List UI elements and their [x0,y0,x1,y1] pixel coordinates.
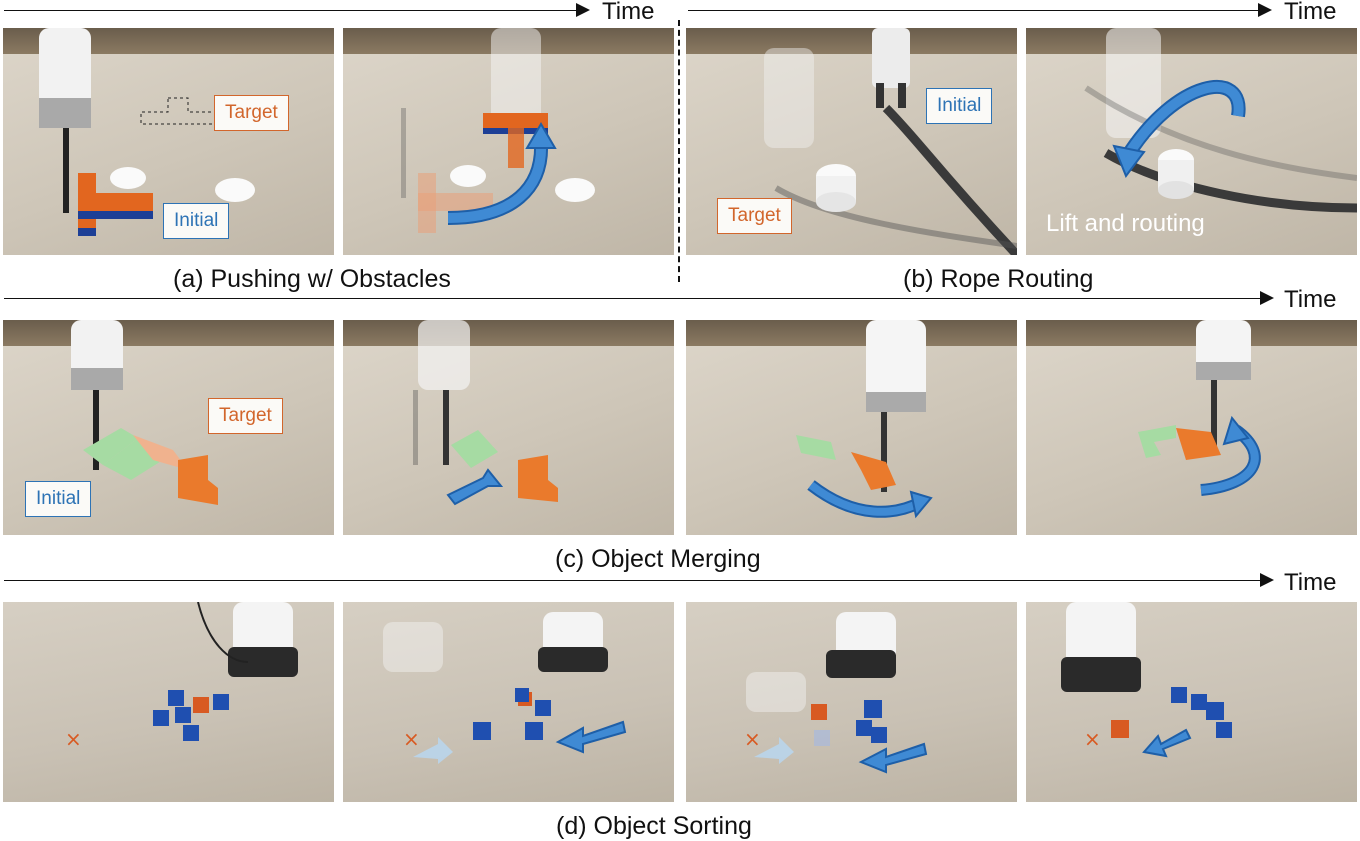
target-label-b: Target [717,198,792,234]
time-label-d: Time [1284,569,1337,596]
panel-b2 [1026,28,1357,255]
panel-c3 [686,320,1017,535]
initial-label-b: Initial [926,88,993,124]
panel-d4: × [1026,602,1357,802]
timeline-arrow-c [4,291,1274,305]
initial-label-a: Initial [163,203,230,239]
panel-c2 [343,320,674,535]
time-label-c: Time [1284,286,1337,313]
time-label-b: Time [1284,0,1337,25]
panel-c4 [1026,320,1357,535]
timeline-arrow-b [688,3,1272,17]
caption-b: (b) Rope Routing [903,265,1094,293]
svg-text:×: × [1084,727,1101,751]
target-label-a: Target [214,95,289,131]
panel-d1: × [3,602,334,802]
panel-a2 [343,28,674,255]
timeline-arrow-d [4,573,1274,587]
svg-text:×: × [744,727,761,751]
timeline-arrow-a [4,3,590,17]
lift-and-routing-label: Lift and routing [1046,210,1205,237]
panel-d3: × [686,602,1017,802]
target-label-c: Target [208,398,283,434]
initial-label-c: Initial [25,481,92,517]
time-label-a: Time [602,0,655,25]
section-divider [678,20,680,282]
svg-text:×: × [403,727,420,751]
panel-d2: × [343,602,674,802]
caption-c: (c) Object Merging [555,545,761,573]
svg-text:×: × [65,727,82,751]
caption-d: (d) Object Sorting [556,812,752,840]
caption-a: (a) Pushing w/ Obstacles [173,265,451,293]
